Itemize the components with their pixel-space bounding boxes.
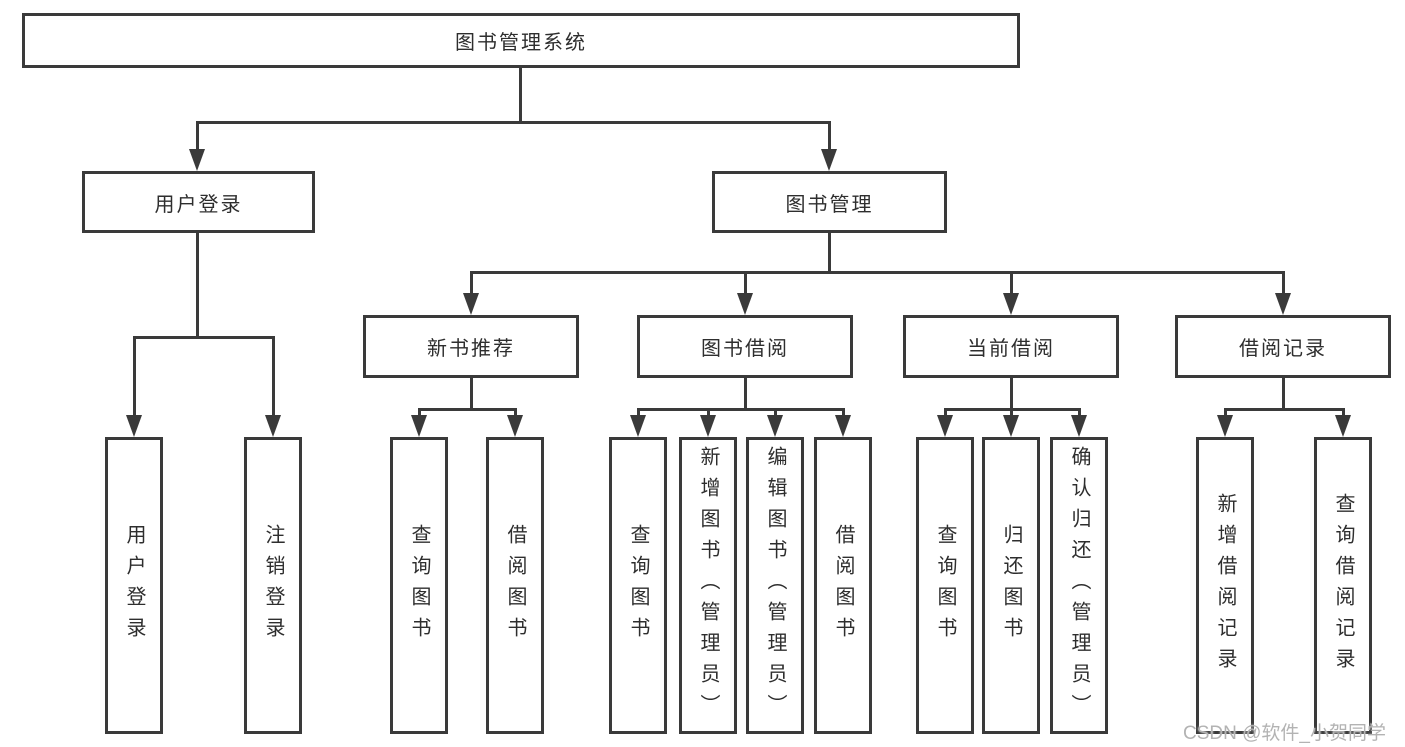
connector-line xyxy=(637,408,640,418)
arrow-down-icon xyxy=(835,415,851,437)
connector-line xyxy=(828,231,831,274)
connector-line xyxy=(744,271,747,297)
connector-line xyxy=(1282,271,1285,297)
node-label: 用户登录 xyxy=(123,523,145,648)
arrow-down-icon xyxy=(1003,293,1019,315)
node-label: 注销登录 xyxy=(262,523,284,648)
node-label: 查询图书 xyxy=(408,523,430,648)
connector-line xyxy=(744,376,747,411)
connector-line xyxy=(470,271,473,297)
arrow-down-icon xyxy=(630,415,646,437)
node-leaf-cb-query-books: 查询图书 xyxy=(916,437,974,734)
connector-line xyxy=(774,408,777,418)
node-leaf-bb-query-books: 查询图书 xyxy=(609,437,667,734)
node-label: 归还图书 xyxy=(1000,523,1022,648)
connector-line xyxy=(514,408,517,418)
arrow-down-icon xyxy=(767,415,783,437)
node-leaf-br-query-record: 查询借阅记录 xyxy=(1314,437,1372,734)
connector-line xyxy=(133,336,136,418)
node-leaf-logout: 注销登录 xyxy=(244,437,302,734)
arrow-down-icon xyxy=(463,293,479,315)
arrow-down-icon xyxy=(1275,293,1291,315)
node-label: 图书借阅 xyxy=(701,338,789,360)
node-leaf-nb-borrow-books: 借阅图书 xyxy=(486,437,544,734)
connector-line xyxy=(1282,376,1285,411)
arrow-down-icon xyxy=(821,149,837,171)
connector-line xyxy=(828,121,831,153)
arrow-down-icon xyxy=(1335,415,1351,437)
node-user-login: 用户登录 xyxy=(82,171,315,233)
node-leaf-user-login: 用户登录 xyxy=(105,437,163,734)
connector-line xyxy=(842,408,845,418)
node-book-borrowing: 图书借阅 xyxy=(637,315,853,378)
connector-line xyxy=(470,271,1284,274)
connector-line xyxy=(1010,271,1013,297)
arrow-down-icon xyxy=(1003,415,1019,437)
connector-line xyxy=(1342,408,1345,418)
connector-line xyxy=(1078,408,1081,418)
node-label: 借阅图书 xyxy=(832,523,854,648)
node-leaf-cb-return-books: 归还图书 xyxy=(982,437,1040,734)
connector-line xyxy=(1010,408,1013,418)
connector-line xyxy=(470,376,473,411)
connector-line xyxy=(1224,408,1227,418)
node-root-label: 图书管理系统 xyxy=(455,32,587,54)
connector-line xyxy=(519,68,522,124)
connector-line xyxy=(272,336,275,418)
arrow-down-icon xyxy=(700,415,716,437)
node-label: 新书推荐 xyxy=(427,338,515,360)
node-label: 确认归还（管理员） xyxy=(1068,446,1090,725)
node-label: 查询借阅记录 xyxy=(1332,492,1354,679)
connector-line xyxy=(196,231,199,336)
csdn-watermark: CSDN @软件_小贺同学 xyxy=(1183,723,1386,744)
connector-line xyxy=(707,408,710,418)
node-root: 图书管理系统 xyxy=(22,13,1020,68)
arrow-down-icon xyxy=(937,415,953,437)
node-label: 编辑图书（管理员） xyxy=(764,446,786,725)
node-book-management: 图书管理 xyxy=(712,171,947,233)
node-label: 新增借阅记录 xyxy=(1214,492,1236,679)
connector-line xyxy=(418,408,517,411)
connector-line xyxy=(196,121,831,124)
arrow-down-icon xyxy=(507,415,523,437)
node-label: 借阅图书 xyxy=(504,523,526,648)
arrow-down-icon xyxy=(126,415,142,437)
node-borrow-records: 借阅记录 xyxy=(1175,315,1391,378)
node-label: 当前借阅 xyxy=(967,338,1055,360)
connector-line xyxy=(1224,408,1345,411)
node-label: 查询图书 xyxy=(627,523,649,648)
node-leaf-nb-query-books: 查询图书 xyxy=(390,437,448,734)
arrow-down-icon xyxy=(1071,415,1087,437)
node-leaf-bb-edit-books-admin: 编辑图书（管理员） xyxy=(746,437,804,734)
connector-line xyxy=(1010,376,1013,411)
node-leaf-br-add-record: 新增借阅记录 xyxy=(1196,437,1254,734)
arrow-down-icon xyxy=(1217,415,1233,437)
node-leaf-cb-confirm-return-admin: 确认归还（管理员） xyxy=(1050,437,1108,734)
node-label: 用户登录 xyxy=(154,193,243,216)
node-leaf-bb-borrow-books: 借阅图书 xyxy=(814,437,872,734)
arrow-down-icon xyxy=(411,415,427,437)
connector-line xyxy=(944,408,947,418)
connector-line xyxy=(196,121,199,153)
arrow-down-icon xyxy=(737,293,753,315)
connector-line xyxy=(133,336,275,339)
arrow-down-icon xyxy=(189,149,205,171)
connector-line xyxy=(418,408,421,418)
node-label: 查询图书 xyxy=(934,523,956,648)
node-label: 借阅记录 xyxy=(1239,338,1327,360)
node-current-borrowing: 当前借阅 xyxy=(903,315,1119,378)
node-label: 新增图书（管理员） xyxy=(697,446,719,725)
connector-line xyxy=(637,408,845,411)
node-new-book-recommend: 新书推荐 xyxy=(363,315,579,378)
node-leaf-bb-add-books-admin: 新增图书（管理员） xyxy=(679,437,737,734)
arrow-down-icon xyxy=(265,415,281,437)
node-label: 图书管理 xyxy=(785,193,874,216)
